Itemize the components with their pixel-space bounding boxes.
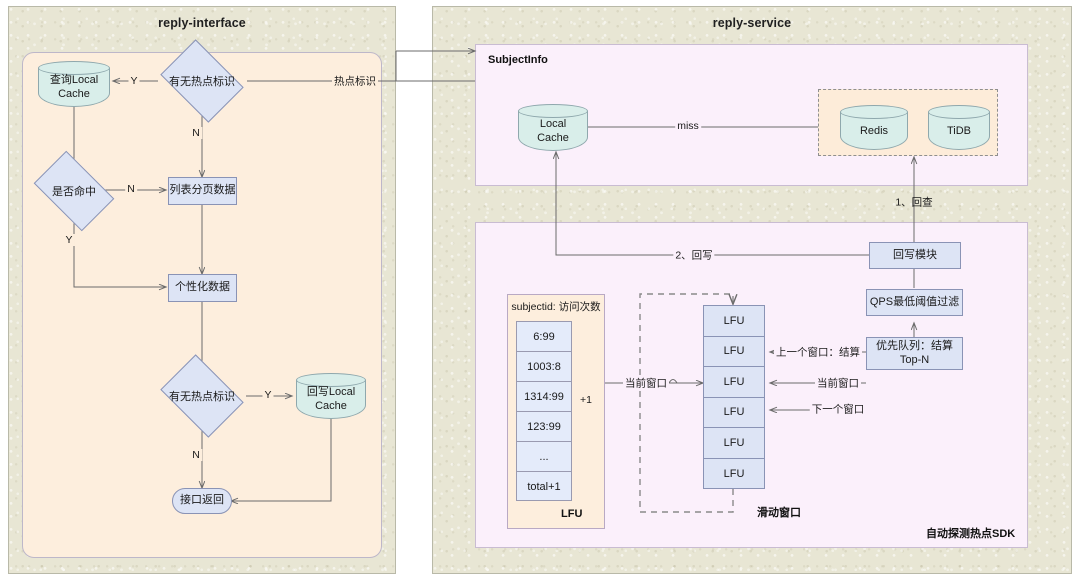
- edge-label-current-window: 当前窗口: [815, 375, 861, 391]
- region-label-hotspot-sdk: 自动探测热点SDK: [926, 528, 1016, 540]
- node-hotspot-flag-1[interactable]: 有无热点标识: [160, 39, 244, 123]
- node-label: 有无热点标识: [169, 76, 235, 88]
- table-row: 123:99: [517, 412, 571, 442]
- node-is-hit[interactable]: 是否命中: [33, 150, 115, 232]
- lfu-increment-label: +1: [580, 394, 592, 406]
- edge-label-yes-1: Y: [128, 75, 140, 87]
- lane-title-reply-service: reply-service: [712, 16, 792, 30]
- table-row: 1314:99: [517, 382, 571, 412]
- table-row: ...: [517, 442, 571, 472]
- sliding-window-stack[interactable]: LFU LFU LFU LFU LFU LFU: [703, 305, 765, 489]
- node-list-paged-data[interactable]: 列表分页数据: [168, 177, 237, 205]
- node-label: TiDB: [946, 124, 972, 137]
- cylinder-top: [296, 373, 366, 387]
- cylinder-top: [38, 61, 110, 75]
- lfu-counter-table[interactable]: 6:99 1003:8 1314:99 123:99 ... total+1: [516, 321, 572, 501]
- edge-label-prev-window: 上一个窗口：结算: [774, 344, 862, 360]
- edge-label-next-window: 下一个窗口: [809, 401, 867, 417]
- edge-label-writeback: 2、回写: [673, 247, 715, 263]
- node-qps-threshold-filter[interactable]: QPS最低阈值过滤: [866, 289, 963, 316]
- stack-cell: LFU: [704, 306, 764, 337]
- edge-label-yes-hit: Y: [63, 234, 75, 246]
- node-writeback-module[interactable]: 回写模块: [869, 242, 961, 269]
- cylinder-top: [928, 105, 990, 119]
- edge-label-backfill: 1、回查: [895, 196, 933, 209]
- cylinder-top: [518, 104, 588, 118]
- node-redis[interactable]: Redis: [840, 105, 908, 150]
- edge-label-no-2: N: [190, 449, 202, 461]
- node-label: 是否命中: [52, 186, 96, 198]
- edge-label-no-hit: N: [125, 183, 137, 195]
- stack-cell: LFU: [704, 337, 764, 367]
- lane-title-reply-interface: reply-interface: [158, 16, 246, 30]
- node-label: 有无热点标识: [169, 391, 235, 403]
- region-label-subject-info: SubjectInfo: [488, 54, 548, 66]
- table-row: 6:99: [517, 322, 571, 352]
- stack-cell: LFU: [704, 367, 764, 398]
- edge-label-hotspot-flag: 热点标识: [332, 73, 378, 89]
- node-personalized-data[interactable]: 个性化数据: [168, 274, 237, 302]
- stack-cell: LFU: [723, 467, 745, 480]
- edge-label-no-1: N: [190, 127, 202, 139]
- sliding-window-footer: 滑动窗口: [757, 507, 801, 519]
- lfu-counter-footer: LFU: [561, 508, 583, 520]
- table-row: total+1: [527, 481, 561, 493]
- node-tidb[interactable]: TiDB: [928, 105, 990, 150]
- edge-label-current-window-in: 当前窗口: [623, 375, 669, 391]
- lfu-counter-header: subjectid: 访问次数: [511, 301, 601, 314]
- table-row: 1003:8: [517, 352, 571, 382]
- node-api-return[interactable]: 接口返回: [172, 488, 232, 514]
- stack-cell: LFU: [704, 398, 764, 428]
- stack-cell: LFU: [704, 428, 764, 459]
- cylinder-top: [840, 105, 908, 119]
- node-hotspot-flag-2[interactable]: 有无热点标识: [160, 354, 244, 438]
- edge-label-miss: miss: [675, 120, 701, 132]
- edge-label-yes-2: Y: [262, 389, 274, 401]
- node-label: Redis: [859, 124, 889, 137]
